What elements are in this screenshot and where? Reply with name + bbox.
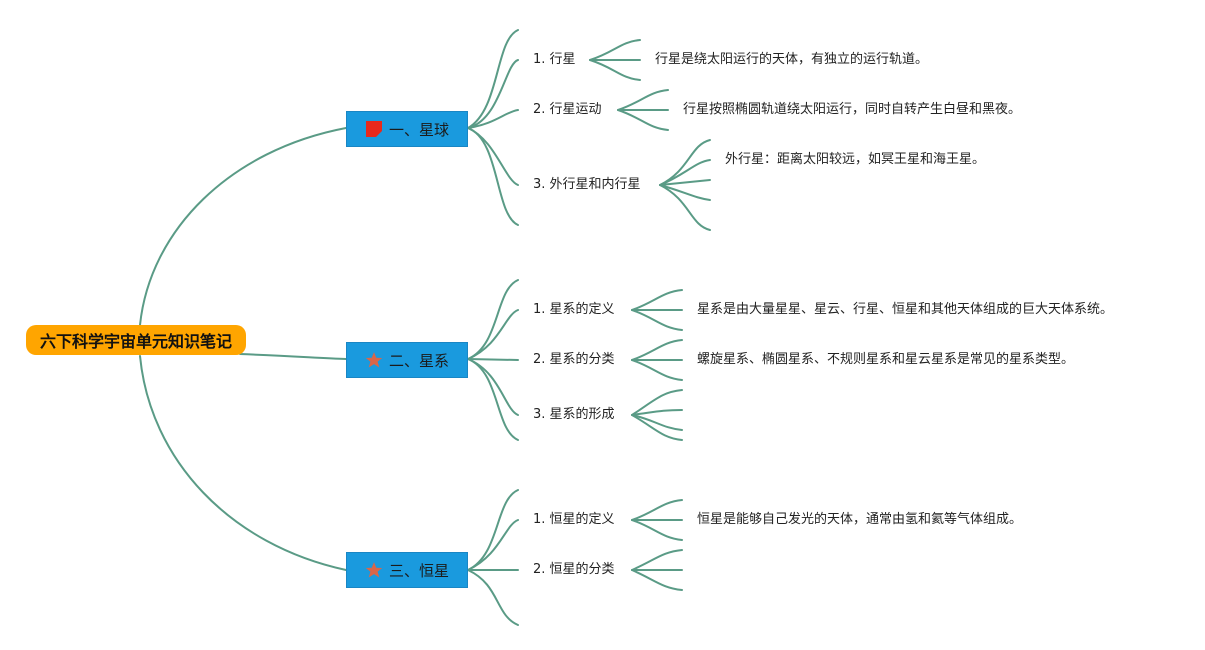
topic-galaxies[interactable]: 二、星系: [346, 342, 468, 378]
topic-label: 一、星球: [388, 120, 449, 139]
star-icon: [365, 561, 383, 579]
note-star-definition[interactable]: 恒星是能够自己发光的天体，通常由氢和氦等气体组成。: [697, 512, 1023, 527]
topic-fixed-stars[interactable]: 三、恒星: [346, 552, 468, 588]
red-flag-icon: [365, 120, 383, 138]
star-icon: [365, 351, 383, 369]
topic-label: 二、星系: [388, 351, 449, 370]
subtopic-planet-motion[interactable]: 2. 行星运动: [533, 102, 602, 117]
subtopic-outer-inner-planets[interactable]: 3. 外行星和内行星: [533, 177, 641, 192]
note-outer-planets[interactable]: 外行星：距离太阳较远，如冥王星和海王星。: [725, 152, 986, 167]
subtopic-galaxy-formation[interactable]: 3. 星系的形成: [533, 407, 615, 422]
note-galaxy-definition[interactable]: 星系是由大量星星、星云、行星、恒星和其他天体组成的巨大天体系统。: [697, 302, 1114, 317]
subtopic-galaxy-classification[interactable]: 2. 星系的分类: [533, 352, 615, 367]
subtopic-star-definition[interactable]: 1. 恒星的定义: [533, 512, 615, 527]
subtopic-galaxy-definition[interactable]: 1. 星系的定义: [533, 302, 615, 317]
connector-root-topic-1: [139, 127, 347, 326]
root-topic[interactable]: 六下科学宇宙单元知识笔记: [26, 325, 246, 355]
subtopic-planet[interactable]: 1. 行星: [533, 52, 576, 67]
topic-label: 三、恒星: [388, 561, 449, 580]
note-planet-motion[interactable]: 行星按照椭圆轨道绕太阳运行，同时自转产生白昼和黑夜。: [683, 102, 1022, 117]
subtopic-star-classification[interactable]: 2. 恒星的分类: [533, 562, 615, 577]
note-planet[interactable]: 行星是绕太阳运行的天体，有独立的运行轨道。: [655, 52, 929, 67]
topic-stars[interactable]: 一、星球: [346, 111, 468, 147]
connector-root-topic-3: [139, 355, 347, 571]
note-galaxy-classification[interactable]: 螺旋星系、椭圆星系、不规则星系和星云星系是常见的星系类型。: [697, 352, 1075, 367]
connector-root-topic-2: [239, 353, 347, 360]
